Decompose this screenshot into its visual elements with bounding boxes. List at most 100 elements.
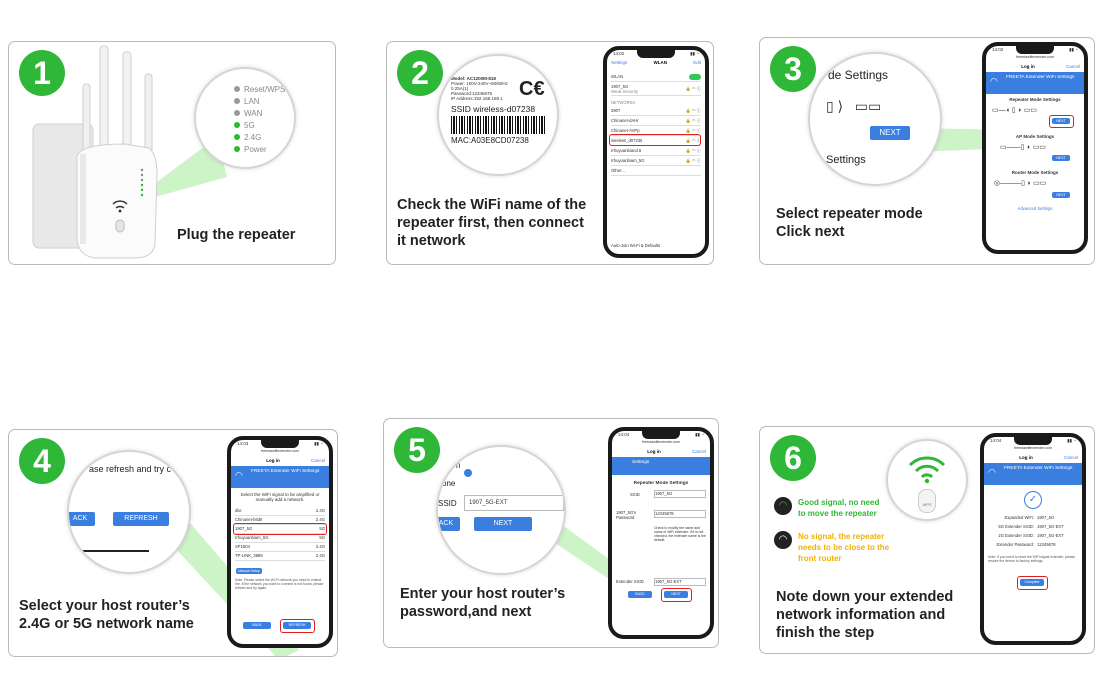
wlan-network-row[interactable]: rrhuyuanbiam_5G🔒 ◠ ⓘ xyxy=(611,156,701,166)
phone-wlan-screen: 14:02▮▮ ◔ Settings WLAN Edit WLAN 1907_5… xyxy=(603,46,709,258)
repeater-device-illustration xyxy=(32,45,158,259)
step-3-badge: 3 xyxy=(770,46,816,92)
mac-label: MAC:A03E8CD07238 xyxy=(451,136,529,145)
wifi-icon: ◠ xyxy=(988,467,996,477)
cancel-link[interactable]: Cancel xyxy=(1065,64,1080,69)
led-wan: WAN xyxy=(234,107,285,119)
back-button[interactable]: BACK xyxy=(243,622,271,629)
info-row: 2G Extender SSID:1907_5G-EXT xyxy=(998,533,1064,538)
ssid-input[interactable]: 1907_5G xyxy=(654,490,706,498)
zoom-back-button[interactable]: ACK xyxy=(438,517,460,531)
step-2-card: 2 Model: AC1200M-818 Power: 100V-240V~50… xyxy=(386,41,714,265)
check-circle-icon: ✓ xyxy=(1024,491,1042,509)
wps-button: WPS xyxy=(918,489,936,513)
refresh-button[interactable]: REFRESH xyxy=(283,622,311,629)
highlight-box xyxy=(1049,115,1074,128)
router-next-button[interactable]: NEXT xyxy=(1052,192,1070,198)
wlan-network-row[interactable]: rrhuyuanbiand.6🔒 ◠ ⓘ xyxy=(611,146,701,156)
step-4-badge: 4 xyxy=(19,438,65,484)
step-1-card: 1 Reset/WPS LAN WAN 5G 2.4G Power xyxy=(8,41,336,265)
led-dot-icon xyxy=(234,98,240,104)
led-panel-zoom: Reset/WPS LAN WAN 5G 2.4G Power xyxy=(194,67,296,169)
advanced-settings-link[interactable]: Advanced Settings xyxy=(1017,206,1053,211)
back-button[interactable]: BACK xyxy=(628,591,652,598)
checkbox-icon[interactable] xyxy=(464,469,472,477)
highlight-box xyxy=(280,619,315,633)
zoom-next-button[interactable]: NEXT xyxy=(870,126,910,140)
ap-next-button[interactable]: NEXT xyxy=(1052,155,1070,161)
repeater-mode-diagram-icon: ▭—◖ ▯ ◗ ▭▭ xyxy=(992,107,1037,114)
led-dot-icon xyxy=(234,134,240,140)
info-row: Extender Password:12345678 xyxy=(996,542,1056,547)
step-6-badge: 6 xyxy=(770,435,816,481)
manual-setup-button[interactable]: Manual Setup xyxy=(236,568,262,574)
step-3-card: 3 de Settings ▯ ⟩ ▭▭ NEXT Settings Selec… xyxy=(759,37,1095,265)
wlan-network-row[interactable]: 3907🔒 ◠ ⓘ xyxy=(611,106,701,116)
repeater-topology-icon: ▯ ⟩ ▭▭ xyxy=(826,98,882,114)
next-button[interactable]: NEXT xyxy=(664,591,688,598)
step-4-caption: Select your host router’s 2.4G or 5G net… xyxy=(19,598,194,632)
toggle-icon[interactable] xyxy=(689,73,701,80)
step-5-caption: Enter your host router’s password,and ne… xyxy=(400,586,566,620)
led-dot-icon xyxy=(234,146,240,152)
phone-complete-screen: 14:04▮▮ ◔ freestawifiextender.com Log in… xyxy=(980,433,1086,645)
complete-button[interactable]: Complete xyxy=(1020,579,1044,586)
highlight-box xyxy=(233,523,327,535)
wifi-signal-icon xyxy=(908,456,946,484)
back-settings-link[interactable]: Settings xyxy=(611,60,628,65)
zoom-ssid-input[interactable]: 1907_5G-EXT xyxy=(464,495,564,511)
ssid-zoom: n one SSID 1907_5G-EXT ACK NEXT xyxy=(436,445,566,575)
barcode-icon xyxy=(451,116,547,134)
ap-mode-diagram-icon: ▭——▯ ◗ ▭▭ xyxy=(1000,144,1046,151)
good-signal-note: ◠ Good signal, no need to move the repea… xyxy=(774,497,879,519)
info-row: 5G Extender SSID:1907_5G-EXT xyxy=(998,524,1064,529)
wlan-network-row[interactable]: Chinanet-dAHr🔒 ◠ ⓘ xyxy=(611,116,701,126)
step-3-caption: Select repeater mode Click next xyxy=(776,206,923,240)
wifi-info-icon: 🔒 ◠ ⓘ xyxy=(685,157,701,163)
zoom-back-button[interactable]: ACK xyxy=(69,512,95,526)
wifi-good-icon: ◠ xyxy=(774,497,792,515)
led-2-4g: 2.4G xyxy=(234,131,285,143)
led-power: Power xyxy=(234,143,285,155)
cancel-link[interactable]: Cancel xyxy=(691,449,706,454)
step-6-card: 6 WPS ◠ Good signal, no need to move the… xyxy=(759,426,1095,654)
ce-mark-icon: C€ xyxy=(519,78,545,100)
led-dot-icon xyxy=(234,110,240,116)
zoom-next-button[interactable]: NEXT xyxy=(474,517,532,531)
wlan-network-row[interactable]: Other... xyxy=(611,166,701,176)
extender-ssid-input[interactable]: 1907_5G-EXT xyxy=(654,578,706,586)
wifi-info-icon: 🔒 ◠ ⓘ xyxy=(685,147,701,153)
wlan-toggle-row[interactable]: WLAN xyxy=(611,72,701,82)
wifi-icon: ◠ xyxy=(990,76,998,86)
step-4-card: 4 ase refresh and try c ACK REFRESH Sele… xyxy=(8,429,338,657)
step-2-caption: Check the WiFi name of the repeater firs… xyxy=(397,197,587,249)
wifi-info-icon: 🔒 ◠ ⓘ xyxy=(685,107,701,113)
highlight-box xyxy=(661,588,692,602)
repeater-next-button[interactable]: NEXT xyxy=(1052,118,1070,124)
led-5g: 5G xyxy=(234,119,285,131)
led-dot-icon xyxy=(234,122,240,128)
highlight-box xyxy=(609,134,701,146)
edit-link[interactable]: Edit xyxy=(693,60,701,65)
password-input[interactable]: 12345678 xyxy=(654,510,706,518)
zoom-refresh-button[interactable]: REFRESH xyxy=(113,512,169,526)
led-lan: LAN xyxy=(234,95,285,107)
step-2-badge: 2 xyxy=(397,50,443,96)
router-mode-diagram-icon: ◎———▯ ◗ ▭▭ xyxy=(994,180,1047,187)
wlan-network-row[interactable]: Chinanet-AVPp🔒 ◠ ⓘ xyxy=(611,126,701,136)
cancel-link[interactable]: Cancel xyxy=(310,458,325,463)
phone-network-list-screen: 14:03▮▮ ◔ freestawifiextender.com Log in… xyxy=(227,436,333,648)
wifi-info-icon: 🔒 ◠ ⓘ xyxy=(685,127,701,133)
led-reset-wps: Reset/WPS xyxy=(234,83,285,95)
signal-led-zoom: WPS xyxy=(886,439,968,521)
cancel-link[interactable]: Cancel xyxy=(1063,455,1078,460)
wifi-info-icon: 🔒 ◠ ⓘ xyxy=(685,137,701,143)
wifi-info-icon: 🔒 ◠ ⓘ xyxy=(685,117,701,123)
